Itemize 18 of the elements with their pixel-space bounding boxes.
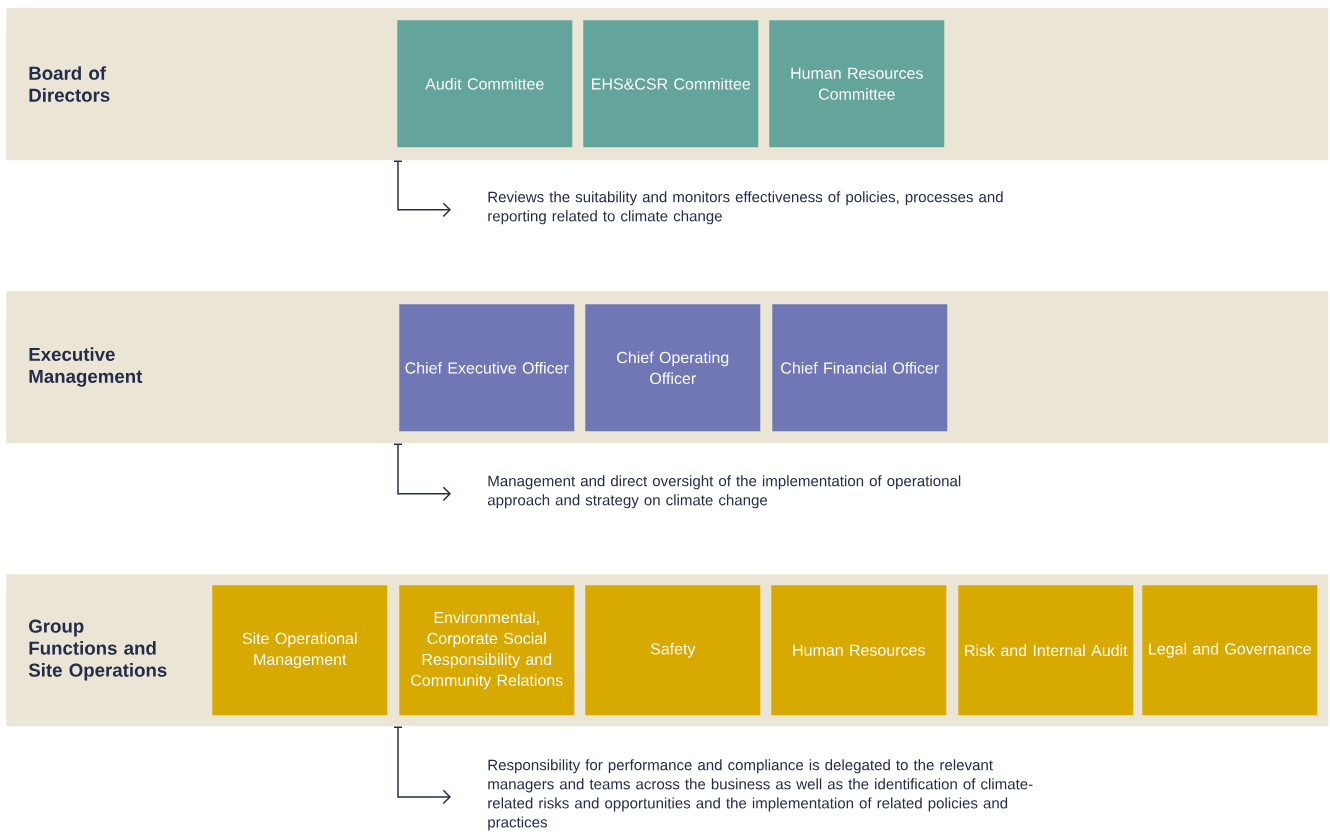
committee-box: Human Resources	[771, 585, 947, 716]
arrow	[393, 160, 451, 218]
committee-box: Chief Operating Officer	[585, 304, 761, 432]
committee-box: Environmental, Corporate Social Responsibility and Community Relations	[399, 585, 575, 716]
arrow	[393, 726, 451, 805]
description-text: Responsibility for performance and compliance is delegated to the relevant managers and teams across the business as well as the identification of climate-related risks and opportunities and the implementation of related policies and practices	[488, 759, 1033, 831]
committee-box: Audit Committee	[397, 20, 573, 148]
committee-box: EHS&CSR Committee	[583, 20, 759, 148]
committee-box: Human Resources Committee	[769, 20, 945, 148]
committee-box: Risk and Internal Audit	[958, 585, 1134, 716]
committee-box: Chief Executive Officer	[399, 304, 575, 432]
description-text: Management and direct oversight of the implementation of operational approach and strategy on climate change	[487, 475, 961, 509]
arrow	[393, 443, 451, 502]
committee-box: Legal and Governance	[1142, 585, 1318, 716]
committee-box: Safety	[585, 585, 761, 716]
committee-box: Site Operational Management	[212, 585, 388, 716]
description-text: Reviews the suitability and monitors effectiveness of policies, processes and reporting related to climate change	[488, 191, 1003, 225]
committee-box: Chief Financial Officer	[772, 304, 948, 432]
